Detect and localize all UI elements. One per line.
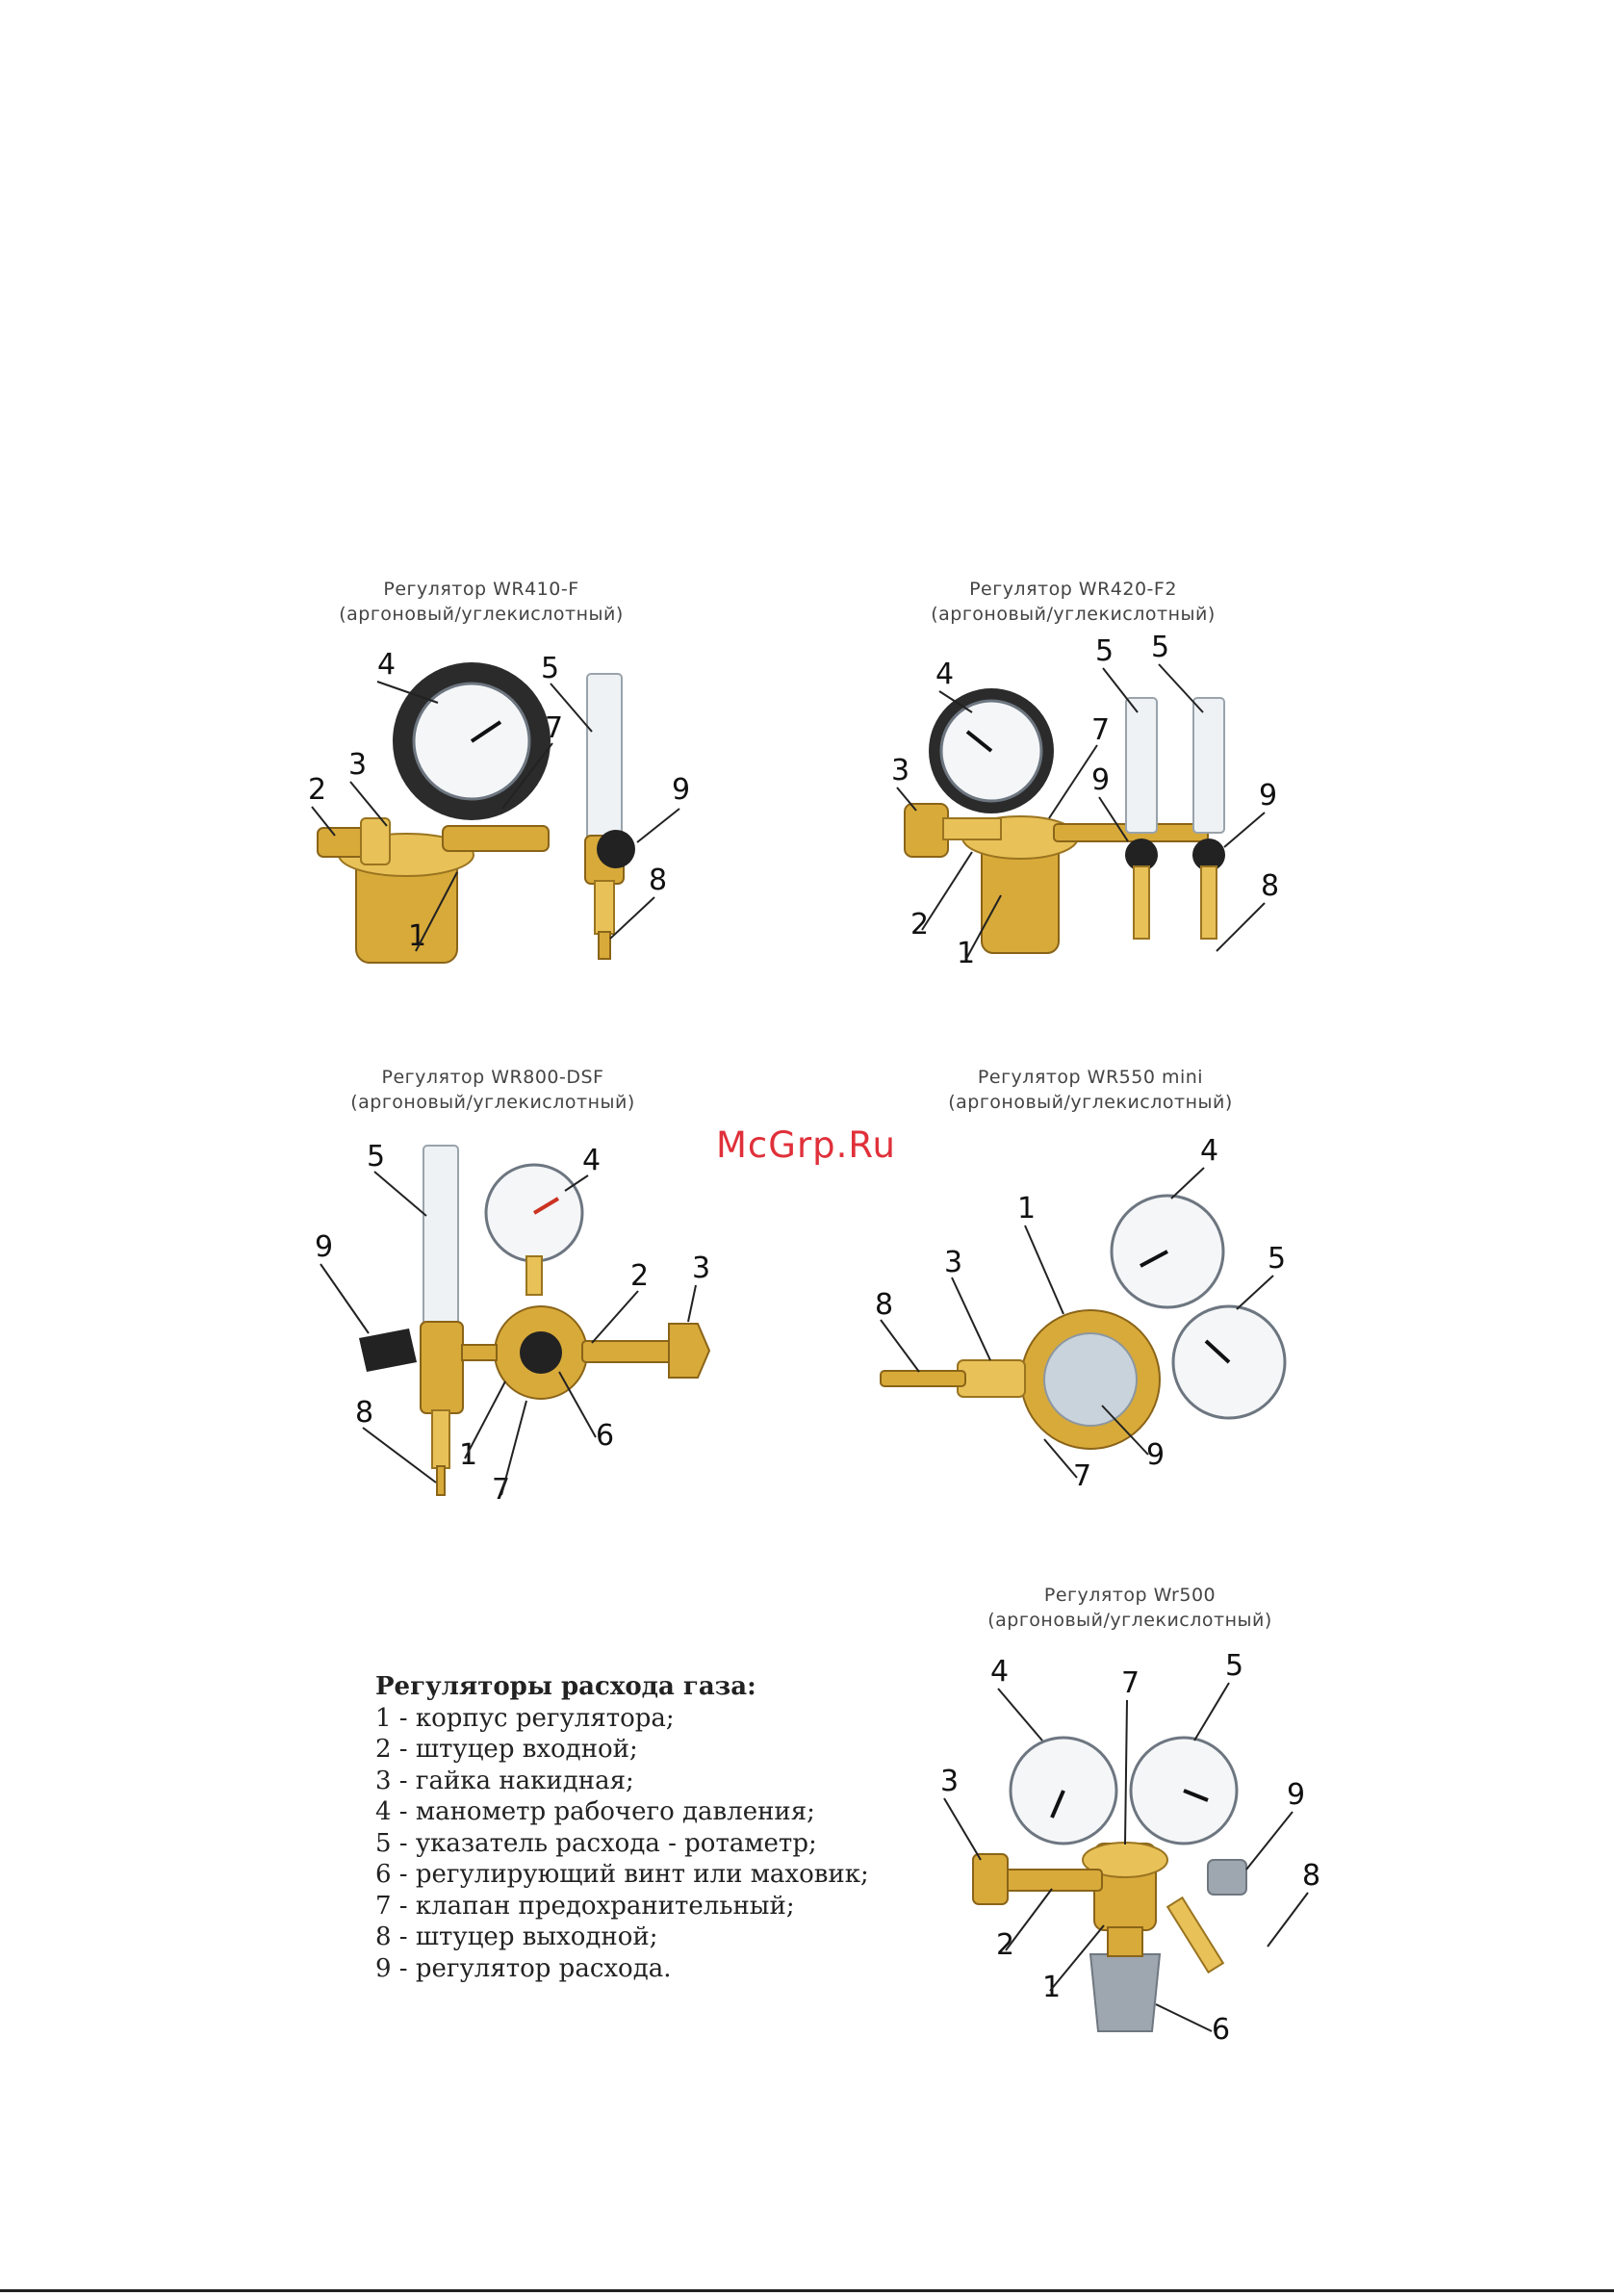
figure-subtitle: (аргоновый/углекислотный) — [931, 604, 1216, 625]
legend-item: 9 - регулятор расхода. — [375, 1953, 672, 1983]
figure-subtitle: (аргоновый/углекислотный) — [350, 1092, 635, 1113]
callout-4: 4 — [582, 1144, 601, 1177]
figure-caption-wr550mini: Регулятор WR550 mini (аргоновый/углекисл… — [840, 1065, 1341, 1115]
callout-8: 8 — [355, 1396, 373, 1430]
legend-item: 8 - штуцер выходной; — [375, 1922, 658, 1951]
callout-3: 3 — [891, 754, 909, 787]
callout-8: 8 — [649, 864, 667, 897]
callout-9: 9 — [1091, 763, 1110, 797]
callout-2: 2 — [308, 773, 326, 807]
figure-title: Регулятор Wr500 — [1043, 1585, 1217, 1606]
callout-8: 8 — [875, 1288, 893, 1322]
callout-9: 9 — [315, 1230, 333, 1264]
callout-2: 2 — [996, 1928, 1014, 1962]
callout-5: 5 — [541, 652, 559, 685]
callout-3: 3 — [692, 1251, 710, 1285]
parts-legend: Регуляторы расхода газа: 1 - корпус регу… — [375, 1671, 876, 1984]
callout-7: 7 — [492, 1473, 510, 1507]
watermark: McGrp.Ru — [716, 1124, 896, 1166]
figure-subtitle: (аргоновый/углекислотный) — [948, 1092, 1233, 1113]
figure-caption-wr410f: Регулятор WR410-F (аргоновый/углекислотн… — [231, 577, 731, 627]
figure-subtitle: (аргоновый/углекислотный) — [987, 1610, 1272, 1631]
callout-9: 9 — [1287, 1778, 1305, 1812]
regulator-wr420f2-image: 4 5 5 7 9 9 3 8 2 1 — [885, 631, 1290, 972]
figure-caption-wr420f2: Регулятор WR420-F2 (аргоновый/углекислот… — [823, 577, 1323, 627]
callout-5: 5 — [367, 1140, 385, 1174]
legend-item: 7 - клапан предохранительный; — [375, 1891, 795, 1921]
callout-7: 7 — [1121, 1666, 1140, 1700]
regulator-wr500-image: 4 7 5 3 9 8 2 1 6 — [929, 1646, 1323, 2047]
legend-item: 5 - указатель расхода - ротаметр; — [375, 1828, 817, 1858]
callout-7: 7 — [1073, 1459, 1091, 1493]
legend-item: 2 - штуцер входной; — [375, 1735, 638, 1764]
figure-caption-wr800dsf: Регулятор WR800-DSF (аргоновый/углекисло… — [243, 1065, 743, 1115]
regulator-wr410f-image: 4 5 7 3 2 9 8 1 — [298, 645, 703, 972]
callout-8: 8 — [1261, 869, 1279, 903]
figure-title: Регулятор WR550 mini — [977, 1067, 1204, 1088]
callout-1: 1 — [1017, 1192, 1036, 1225]
legend-item: 6 - регулирующий винт или маховик; — [375, 1860, 869, 1889]
figure-title: Регулятор WR800-DSF — [381, 1067, 604, 1088]
callout-4: 4 — [990, 1655, 1009, 1689]
callout-1: 1 — [1042, 1971, 1061, 2004]
legend-item: 4 - манометр рабочего давления; — [375, 1797, 815, 1826]
callout-6: 6 — [596, 1419, 614, 1453]
callout-5-second: 5 — [1151, 631, 1169, 664]
callout-1: 1 — [957, 937, 975, 970]
callout-9: 9 — [672, 773, 690, 807]
callout-8: 8 — [1302, 1859, 1320, 1893]
callout-9-second: 9 — [1259, 779, 1277, 813]
callout-2: 2 — [630, 1259, 649, 1293]
callout-7: 7 — [545, 711, 563, 745]
callout-4: 4 — [935, 658, 954, 691]
figure-subtitle: (аргоновый/углекислотный) — [339, 604, 624, 625]
callout-6: 6 — [1212, 2013, 1230, 2047]
callout-4: 4 — [377, 648, 396, 682]
regulator-wr800dsf-image: 5 4 9 2 3 8 1 6 7 — [313, 1131, 736, 1511]
callout-5: 5 — [1095, 634, 1114, 668]
footer-rule — [0, 2289, 1614, 2292]
callout-4: 4 — [1200, 1134, 1218, 1168]
callout-3: 3 — [940, 1765, 959, 1798]
callout-2: 2 — [910, 908, 929, 942]
figure-title: Регулятор WR410-F — [383, 579, 579, 600]
callout-5: 5 — [1268, 1242, 1286, 1276]
figure-title: Регулятор WR420-F2 — [969, 579, 1177, 600]
legend-title: Регуляторы расхода газа: — [375, 1672, 756, 1701]
regulator-wr550mini-image: 4 1 5 3 8 9 7 — [871, 1131, 1294, 1497]
figure-caption-wr500: Регулятор Wr500 (аргоновый/углекислотный… — [880, 1583, 1380, 1633]
legend-item: 3 - гайка накидная; — [375, 1766, 634, 1795]
callout-5: 5 — [1225, 1649, 1243, 1683]
callout-9: 9 — [1146, 1438, 1165, 1472]
callout-7: 7 — [1091, 713, 1110, 747]
callout-3: 3 — [348, 748, 367, 782]
callout-3: 3 — [944, 1246, 962, 1279]
callout-1: 1 — [459, 1438, 477, 1472]
legend-item: 1 - корпус регулятора; — [375, 1703, 675, 1733]
callout-1: 1 — [408, 919, 426, 953]
